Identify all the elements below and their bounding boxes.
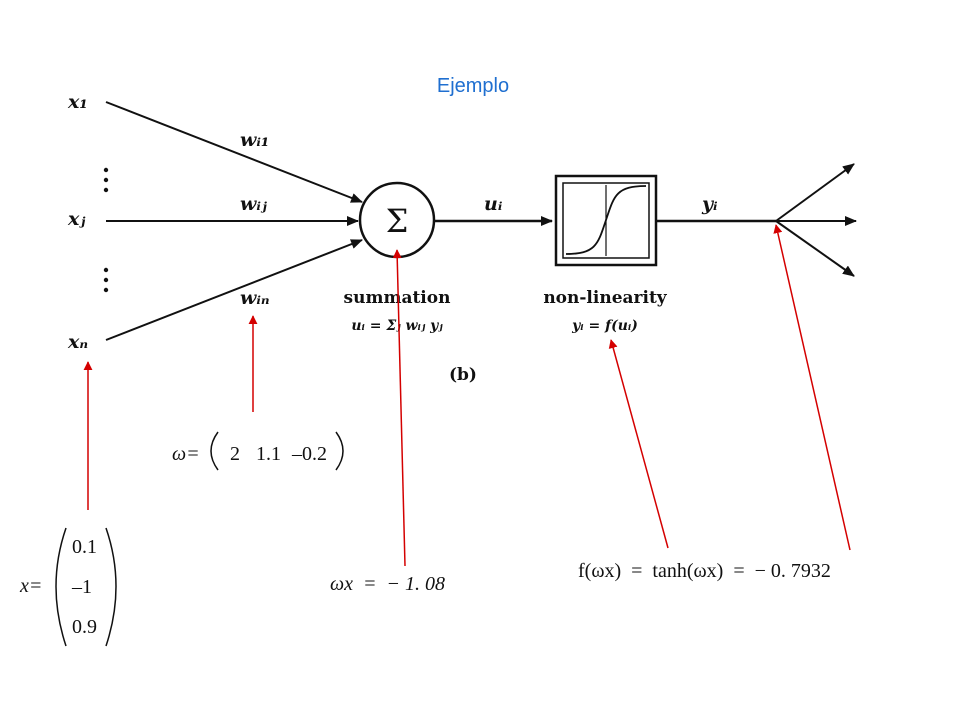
weight-wi1-label: wᵢ₁ [240,129,269,151]
arrow-x1 [105,101,363,203]
slide-title: Ejemplo [437,75,509,97]
x-value-2: –1 [71,576,92,598]
u-label: uᵢ [484,193,503,215]
ellipsis-bottom [103,267,109,293]
omega-value-1: 2 [230,443,240,465]
summation-equation: uᵢ = Σⱼ wᵢⱼ yⱼ [351,318,443,334]
arrow-xn [105,239,363,341]
omega-label: ω= [172,443,200,465]
nonlinearity-caption: non-linearity [543,288,667,308]
input-xj-label: xⱼ [67,208,86,230]
weight-wij-label: wᵢⱼ [240,193,268,215]
omega-value-2: 1.1 [256,443,281,465]
x-value-3: 0.9 [72,616,97,638]
red-arrow-f [608,339,669,549]
sigmoid-curve-icon [565,185,647,255]
ellipsis-top [103,167,109,193]
x-right-paren [105,527,117,647]
y-label: yᵢ [701,193,718,215]
red-arrow-wx [392,249,406,567]
x-label: x= [19,575,42,597]
omega-right-paren [335,431,344,471]
x-value-1: 0.1 [72,536,97,558]
x-left-paren [55,527,67,647]
input-x1-label: x₁ [67,91,88,113]
wx-expression: ωx = − 1. 08 [330,573,445,595]
f-expression: f(ωx) = tanh(ωx) = − 0. 7932 [578,560,831,582]
weight-win-label: wᵢₙ [240,287,270,309]
red-arrow-y [773,224,851,551]
nonlinearity-equation: yᵢ = f(uᵢ) [571,318,638,334]
omega-left-paren [210,431,219,471]
sigma-symbol: Σ [386,202,409,240]
omega-value-3: –0.2 [291,443,327,465]
input-xn-label: xₙ [67,331,88,353]
figure-tag: (b) [449,365,477,385]
summation-caption: summation [344,288,451,308]
output-arrow-down [775,220,855,277]
output-arrow-up [775,163,855,222]
